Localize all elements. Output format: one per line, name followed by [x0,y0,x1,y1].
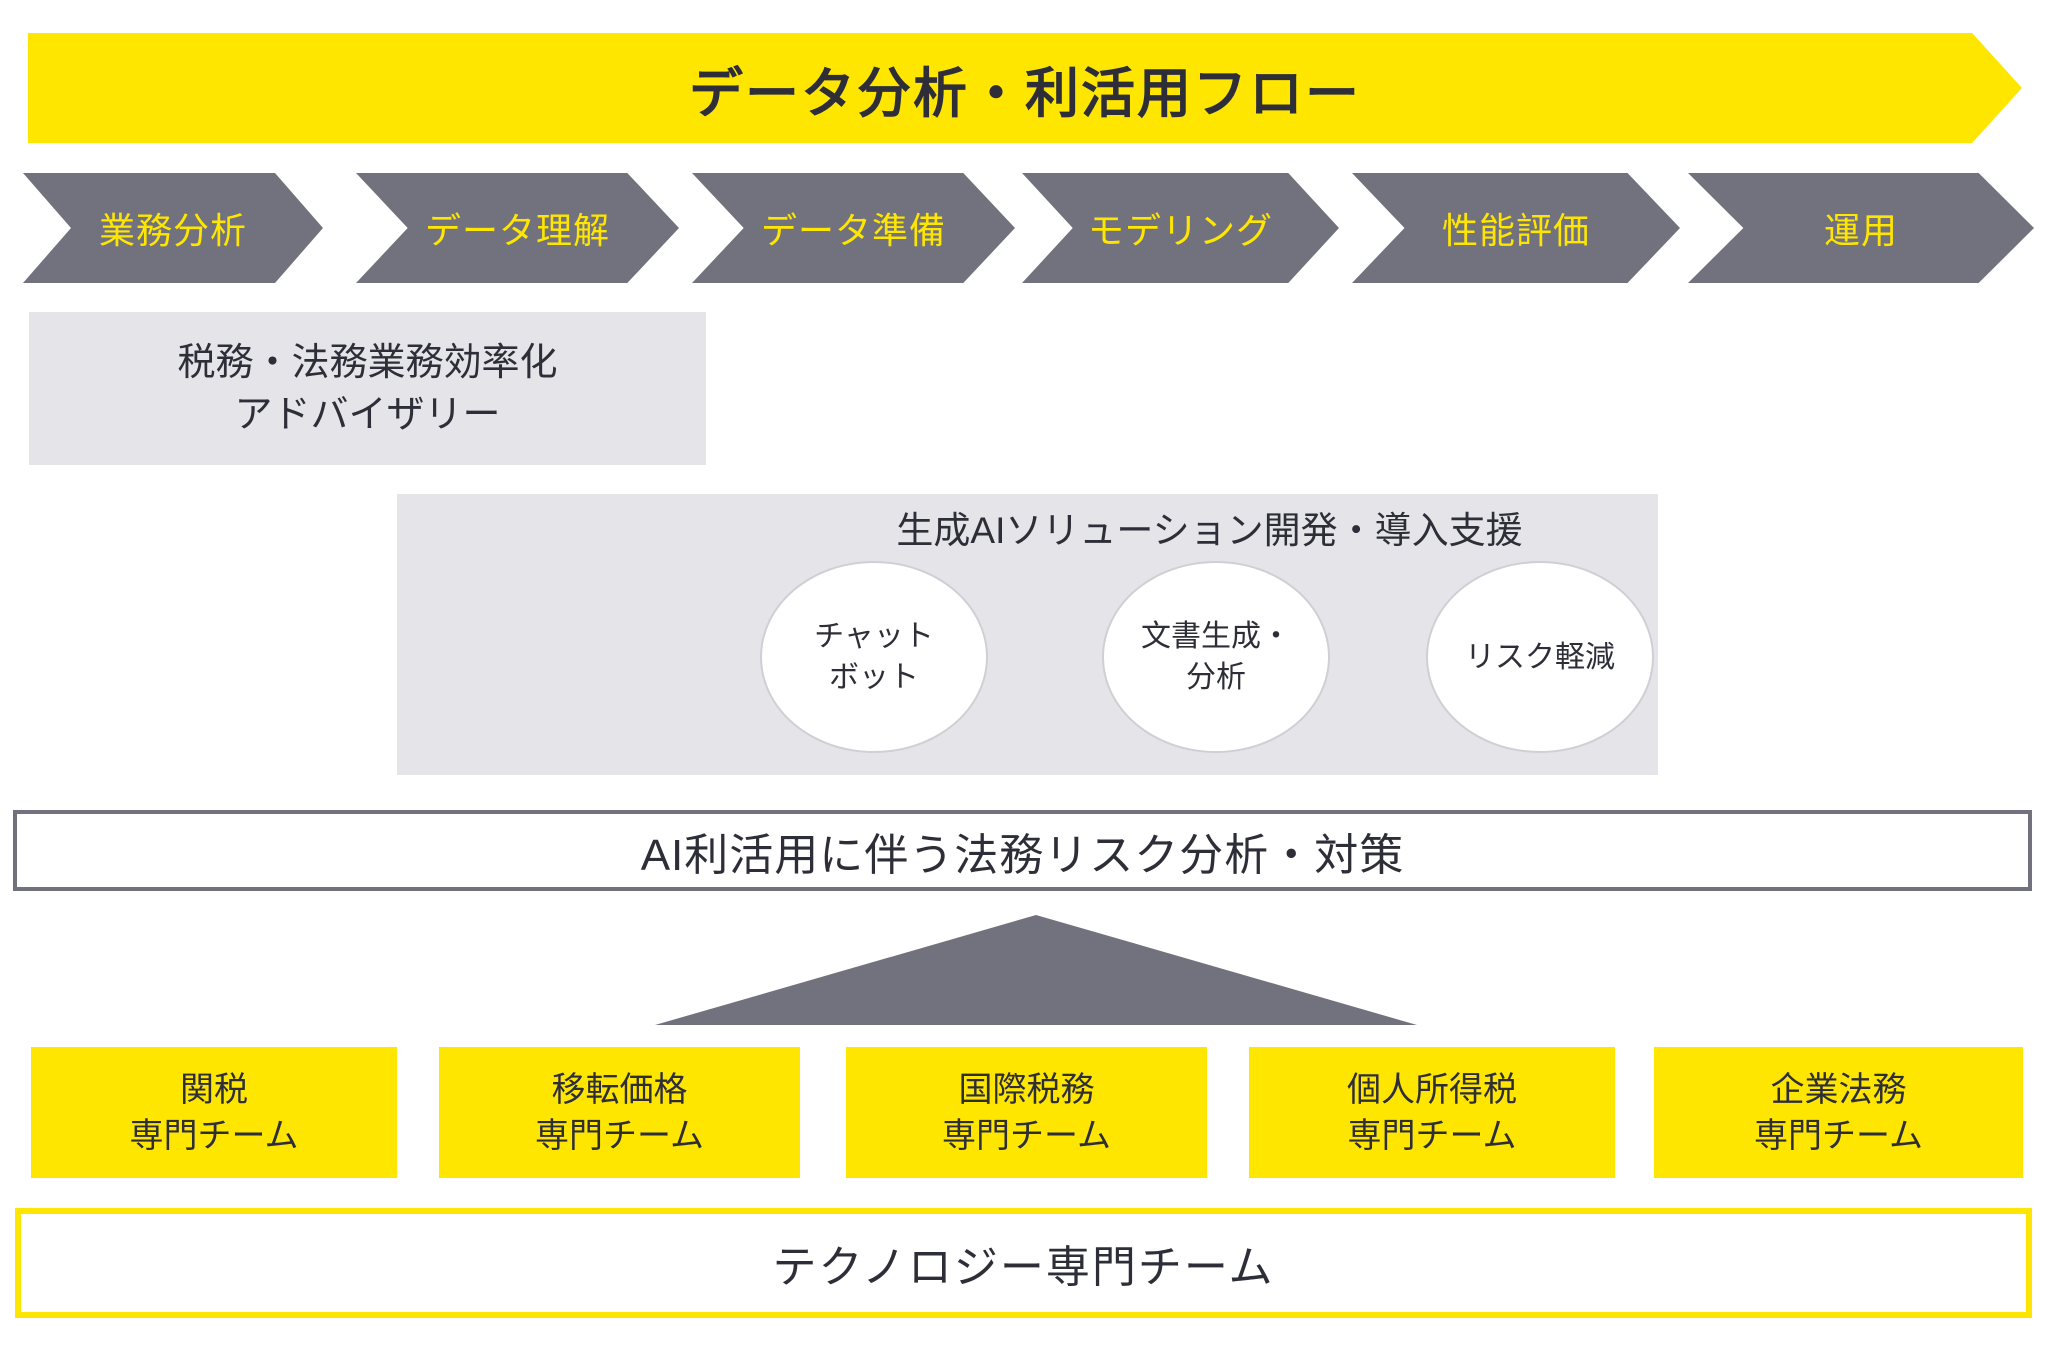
bubble-document-generation: 文書生成・ 分析 [1102,561,1330,753]
title-banner-arrow: データ分析・利活用フロー [28,33,2022,143]
process-step-label: 業務分析 [98,210,247,251]
advisory-line2: アドバイザリー [234,393,501,436]
advisory-box: 税務・法務業務効率化 アドバイザリー [29,312,706,465]
up-triangle-connector [655,915,1417,1025]
bubble-line2: 分析 [1186,661,1246,694]
bubble-line1: リスク軽減 [1465,640,1615,674]
bubble-chatbot: チャット ボット [760,561,988,753]
team-line2: 専門チーム [1347,1116,1517,1155]
ai-legal-risk-box: AI利活用に伴う法務リスク分析・対策 [13,810,2032,891]
team-line2: 専門チーム [129,1116,299,1155]
process-step-label: 性能評価 [1441,210,1590,251]
genai-solution-panel: 生成AIソリューション開発・導入支援 チャット ボット 文書生成・ 分析 リスク… [397,494,1658,775]
team-box-customs: 関税 専門チーム [31,1047,397,1178]
genai-panel-title: 生成AIソリューション開発・導入支援 [896,510,1523,551]
process-step-label: データ準備 [760,210,946,251]
process-step-data-preparation: データ準備 [692,173,1015,283]
team-line1: 国際税務 [958,1070,1095,1109]
team-line1: 移転価格 [551,1070,688,1109]
technology-team-box: テクノロジー専門チーム [15,1208,2032,1318]
team-box-international-tax: 国際税務 専門チーム [846,1047,1207,1178]
bubble-risk-reduction: リスク軽減 [1426,561,1654,753]
team-line1: 個人所得税 [1347,1070,1517,1109]
team-line2: 専門チーム [1754,1116,1923,1155]
bubble-line1: 文書生成・ [1141,620,1291,653]
process-step-modeling: モデリング [1022,173,1339,283]
bubble-line2: ボット [829,661,919,694]
process-step-evaluation: 性能評価 [1352,173,1680,283]
process-step-operation: 運用 [1688,173,2034,283]
team-line2: 専門チーム [535,1116,704,1155]
process-step-business-analysis: 業務分析 [23,173,323,283]
team-line2: 専門チーム [942,1116,1111,1155]
technology-team-label: テクノロジー専門チーム [772,1243,1275,1292]
team-box-transfer-pricing: 移転価格 専門チーム [439,1047,800,1178]
process-step-label: 運用 [1823,210,1898,251]
page-title: データ分析・利活用フロー [689,63,1361,124]
bubble-line1: チャット [814,620,934,653]
team-line1: 企業法務 [1770,1070,1907,1109]
team-box-corporate-legal: 企業法務 専門チーム [1654,1047,2023,1178]
team-line1: 関税 [180,1070,248,1109]
advisory-line1: 税務・法務業務効率化 [177,341,558,384]
process-step-label: データ理解 [424,210,610,251]
process-step-data-understanding: データ理解 [356,173,679,283]
ai-legal-risk-label: AI利活用に伴う法務リスク分析・対策 [640,830,1405,880]
process-step-label: モデリング [1087,210,1273,251]
team-box-personal-income-tax: 個人所得税 専門チーム [1249,1047,1615,1178]
